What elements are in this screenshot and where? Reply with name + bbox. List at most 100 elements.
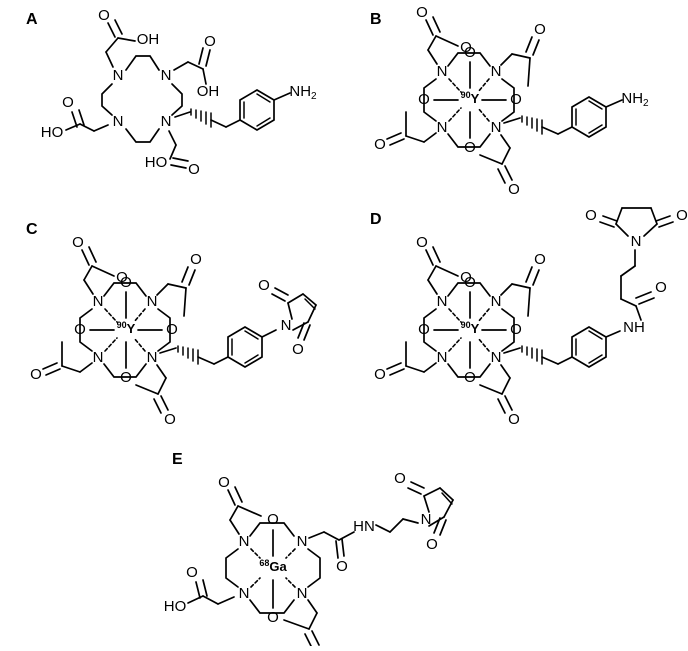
panel-B-coord-oxygen-right: O — [510, 91, 522, 108]
panel-C-ester-oxygen-1: O — [116, 269, 128, 286]
panel-B-carbonyl-oxygen-2: O — [534, 21, 546, 38]
panel-C-carbonyl-oxygen-1: O — [72, 234, 84, 251]
panel-D-coord-oxygen-bottom: O — [464, 369, 476, 386]
panel-C: C N N N N 90Y O O O O O O O — [26, 221, 317, 428]
panel-E-maleimide-ring: O O — [394, 470, 454, 553]
panel-E-carbonyl-oxygen-3: O — [186, 564, 198, 581]
panel-E-coord-3 — [250, 577, 261, 588]
panel-E-nitrogen-2: N — [297, 533, 308, 550]
panel-C-nitrogen-4: N — [147, 349, 158, 366]
panel-A-amine-label: NH2 — [289, 83, 317, 102]
panel-E-amide-oxygen: O — [336, 558, 348, 575]
panel-A-hydroxyl-1: OH — [137, 31, 160, 48]
panel-A-hydroxyl-4: HO — [145, 154, 168, 171]
panel-A-carbonyl-oxygen-4: O — [188, 161, 200, 178]
panel-C-nitrogen-3: N — [93, 349, 104, 366]
panel-B-coord-oxygen-bottom: O — [464, 139, 476, 156]
panel-D-coord-3 — [448, 337, 462, 352]
panel-A-carbonyl-oxygen-3: O — [62, 94, 74, 111]
panel-letter-E: E — [172, 451, 183, 468]
panel-B-ester-oxygen-1: O — [460, 39, 472, 56]
panel-E-coord-4 — [285, 577, 296, 588]
panel-D-coord-1 — [448, 308, 462, 323]
panel-letter-A: A — [26, 11, 38, 28]
panel-B-coord-oxygen-top: O — [464, 44, 476, 61]
panel-A-stereo-hash — [190, 108, 212, 128]
panel-A-nitrogen-1: N — [113, 67, 124, 84]
panel-D: D N N N N 90Y O O O O O O O — [370, 207, 688, 428]
panel-C-carbonyl-oxygen-4: O — [164, 411, 176, 428]
panel-D-nitrogen-2: N — [491, 293, 502, 310]
panel-D-carbonyl-oxygen-4: O — [508, 411, 520, 428]
panel-A-hydroxyl-3: HO — [41, 124, 64, 141]
panel-D-amide-oxygen: O — [655, 279, 667, 296]
panel-A-carbonyl-oxygen-1: O — [98, 7, 110, 24]
panel-D-carbonyl-oxygen-1: O — [416, 234, 428, 251]
panel-D-ester-oxygen-1: O — [460, 269, 472, 286]
panel-B: B N N N N 90Y O O O O — [370, 4, 649, 198]
panel-A-nitrogen-3: N — [161, 113, 172, 130]
panel-D-coord-2 — [477, 308, 490, 323]
panel-B-carbonyl-oxygen-4: O — [508, 181, 520, 198]
panel-C-maleimide-ring: O O — [258, 277, 317, 358]
panel-C-maleimide-oxygen-1: O — [258, 277, 270, 294]
panel-C-coord-oxygen-bottom: O — [120, 369, 132, 386]
panel-D-carbonyl-oxygen-2: O — [534, 251, 546, 268]
panel-E-carbonyl-oxygen-1: O — [218, 474, 230, 491]
panel-D-maleimide-oxygen-2: O — [676, 207, 688, 224]
panel-B-carbonyl-oxygen-1: O — [416, 4, 428, 21]
panel-C-coord-1 — [104, 308, 118, 323]
panel-E-coord-oxygen-top: O — [267, 511, 279, 528]
panel-letter-C: C — [26, 221, 38, 238]
panel-D-metal-label: 90Y — [461, 320, 480, 336]
panel-D-carbonyl-oxygen-3: O — [374, 366, 386, 383]
panel-E-nitrogen-3: N — [239, 585, 250, 602]
panel-letter-B: B — [370, 11, 382, 28]
panel-E-metal-label: 68Ga — [259, 558, 287, 574]
panel-C-coord-4 — [133, 337, 146, 352]
panel-C-coord-oxygen-top: O — [120, 274, 132, 291]
panel-D-nitrogen-1: N — [437, 293, 448, 310]
panel-D-maleimide-oxygen-1: O — [585, 207, 597, 224]
panel-E-coord-2 — [285, 548, 296, 559]
panel-C-maleimide-nitrogen: N — [281, 317, 292, 334]
panel-letter-D: D — [370, 211, 382, 228]
panel-D-coord-oxygen-right: O — [510, 321, 522, 338]
panel-D-maleimide-nitrogen: N — [631, 233, 642, 250]
panel-B-coord-4 — [477, 107, 490, 122]
panel-E-nitrogen-1: N — [239, 533, 250, 550]
panel-C-carbonyl-oxygen-3: O — [30, 366, 42, 383]
panel-C-maleimide-oxygen-2: O — [292, 341, 304, 358]
panel-E-maleimide-oxygen-2: O — [426, 536, 438, 553]
panel-A: A N N N N O OH O OH — [26, 7, 317, 178]
panel-B-coord-oxygen-left: O — [418, 91, 430, 108]
panel-E-nitrogen-4: N — [297, 585, 308, 602]
panel-B-nitrogen-3: N — [437, 119, 448, 136]
panel-D-coord-4 — [477, 337, 490, 352]
panel-A-nitrogen-2: N — [161, 67, 172, 84]
panel-E-hydroxyl: HO — [164, 598, 187, 615]
panel-D-nitrogen-4: N — [491, 349, 502, 366]
panel-E-coord-oxygen-bottom: O — [267, 609, 279, 626]
panel-B-amine-label: NH2 — [621, 90, 649, 109]
panel-B-carbonyl-oxygen-3: O — [374, 136, 386, 153]
panel-B-nitrogen-2: N — [491, 63, 502, 80]
panel-B-nitrogen-4: N — [491, 119, 502, 136]
panel-D-coord-oxygen-left: O — [418, 321, 430, 338]
panel-E-coord-1 — [250, 548, 261, 559]
panel-B-coord-2 — [477, 78, 490, 93]
panel-B-coord-3 — [448, 107, 462, 122]
panel-C-coord-2 — [133, 308, 146, 323]
panel-A-nitrogen-4: N — [113, 113, 124, 130]
panel-E-maleimide-oxygen-1: O — [394, 470, 406, 487]
panel-D-coord-oxygen-top: O — [464, 274, 476, 291]
panel-C-coord-oxygen-right: O — [166, 321, 178, 338]
panel-C-nitrogen-2: N — [147, 293, 158, 310]
panel-C-coord-oxygen-left: O — [74, 321, 86, 338]
panel-C-carbonyl-oxygen-2: O — [190, 251, 202, 268]
panel-B-metal-label: 90Y — [461, 90, 480, 106]
panel-D-amide-nitrogen: NH — [623, 319, 645, 336]
